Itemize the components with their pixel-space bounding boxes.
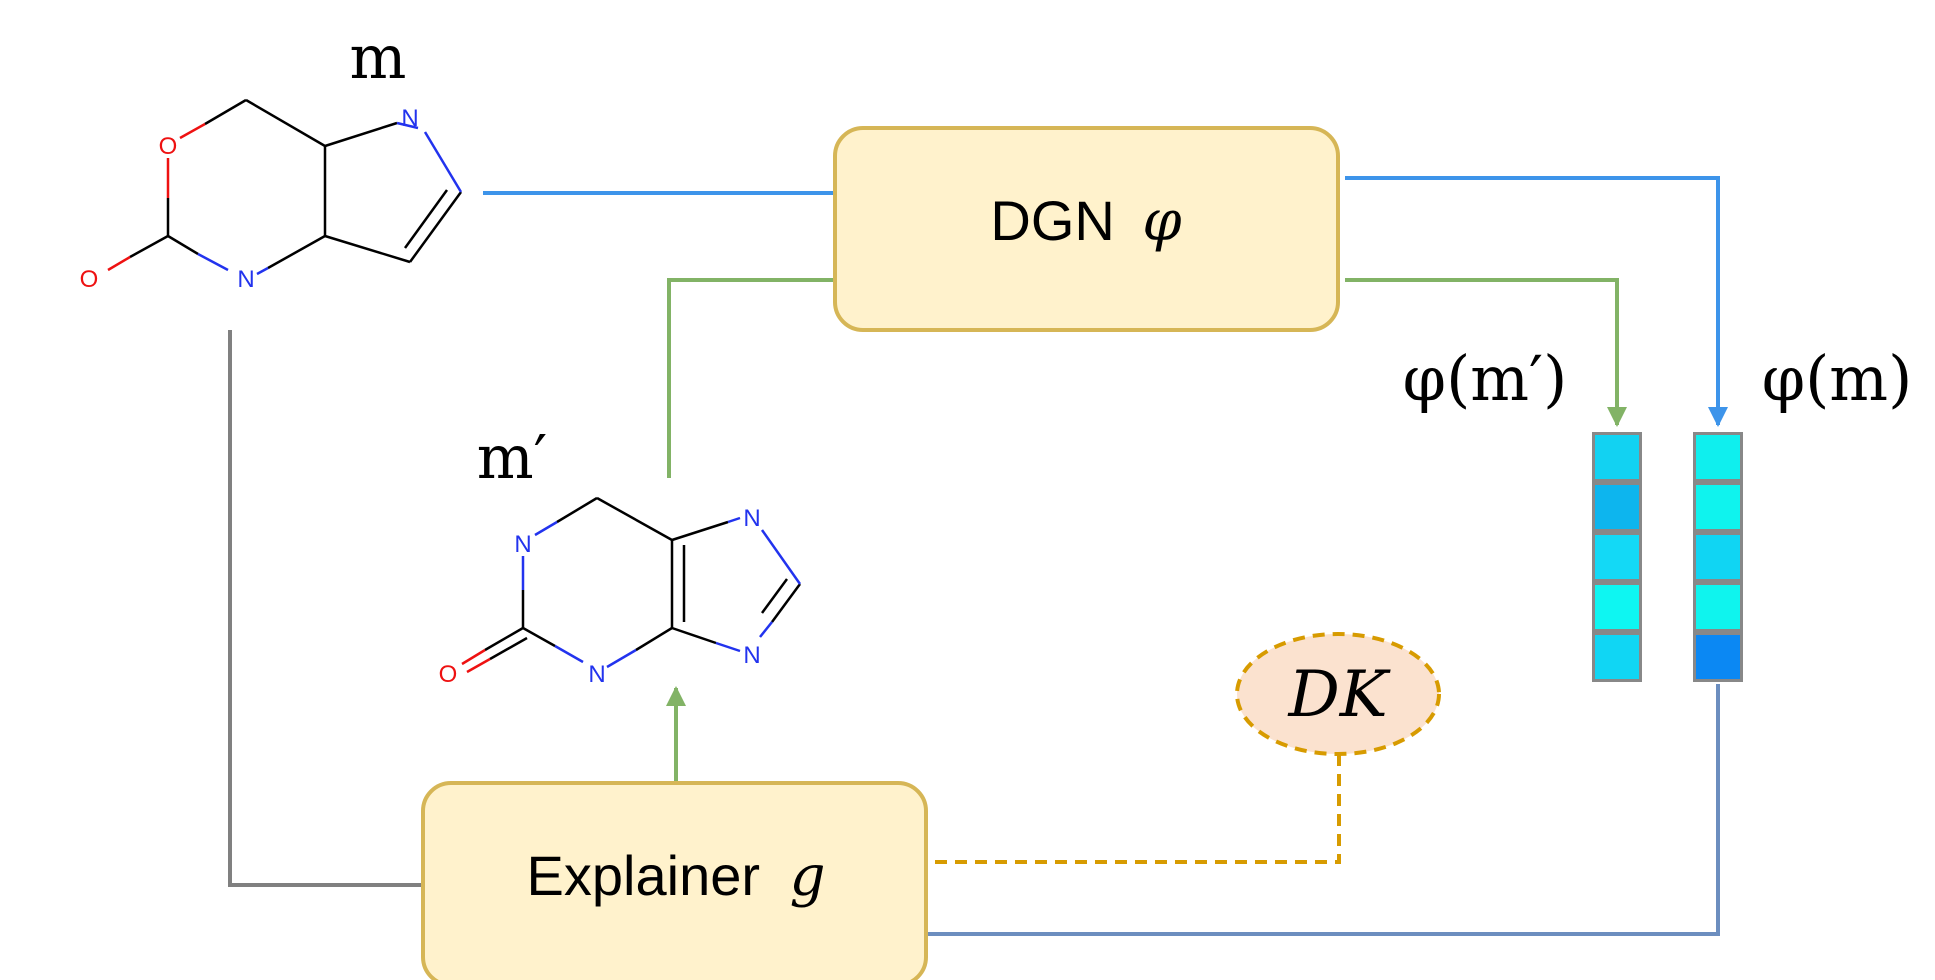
phi-m-label: φ(m) [1762,342,1913,415]
svg-text:Explainer g: Explainer g [527,844,826,909]
molecule-m-atom-o-ring: O [159,133,178,160]
dgn-to-phi-m-arrow [1345,176,1728,427]
explainer-name: Explainer [527,844,760,907]
explainer-symbol: g [790,844,826,909]
molecule-m-prime-label: m′ [477,423,548,493]
molecule-m-atom-n-pyrrole: N [401,105,418,132]
dk-to-explainer-line [927,754,1341,864]
embedding-m-cell-3 [1696,535,1740,579]
dgn-symbol: φ [1142,189,1181,254]
molecule-m-label: m [350,23,407,93]
embedding-m-cell-5 [1696,635,1740,679]
molecule-m-prime-atom-n-bottom: N [588,661,605,688]
embedding-m-prime-cell-4 [1595,585,1639,629]
svg-text:DGN φ: DGN φ [990,189,1181,254]
dgn-to-phi-m-prime-arrow [1345,278,1627,427]
embedding-vector-m-prime [1592,432,1642,682]
embedding-m-prime-cell-3 [1595,535,1639,579]
embedding-vector-m [1693,432,1743,682]
embedding-m-prime-cell-5 [1595,635,1639,679]
molecule-m-prime-atom-n-imid-top: N [743,505,760,532]
embedding-m-cell-4 [1696,585,1740,629]
phi-m-prime-label: φ(m′) [1403,342,1568,415]
embedding-m-cell-1 [1696,435,1740,479]
embedding-m-prime-cell-1 [1595,435,1639,479]
molecule-m-prime-atom-o-carbonyl: O [439,661,458,688]
dgn-box[interactable]: DGN φ [833,126,1340,332]
molecule-m-atom-o-carbonyl: O [80,266,99,293]
molecule-m-prime-atom-n-top-left: N [514,531,531,558]
embedding-m-prime-cell-2 [1595,485,1639,529]
explainer-box[interactable]: Explainer g [421,781,928,980]
dgn-name: DGN [990,189,1114,252]
embedding-m-cell-2 [1696,485,1740,529]
molecule-m-atom-n-amide: N [237,266,254,293]
molecule-m-prime-atom-n-imid-bottom: N [743,642,760,669]
phi-m-to-explainer-line [927,684,1720,936]
molecule-m-prime-structure [461,496,802,674]
m-to-explainer-line [228,330,423,887]
domain-knowledge-node[interactable]: DK [1235,632,1441,756]
dk-label: DK [1287,658,1390,732]
molecule-m-structure [107,98,463,276]
m-prime-to-dgn-line [667,278,838,478]
